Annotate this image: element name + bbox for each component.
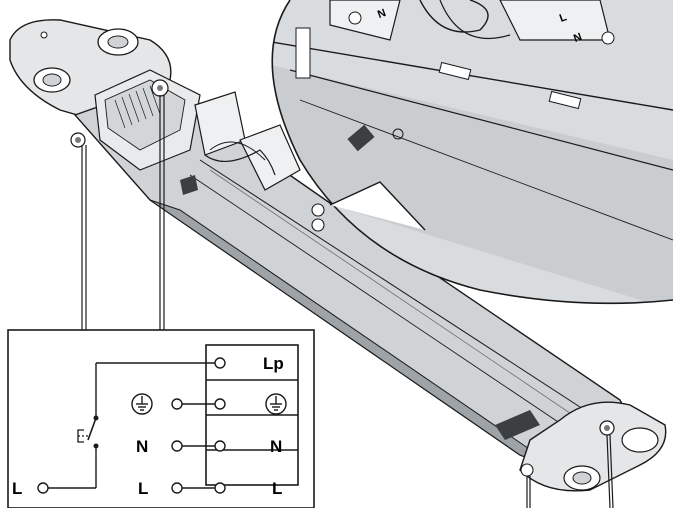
terminal-label-n-right: N <box>270 437 283 456</box>
earth-symbol-right <box>265 393 287 415</box>
earth-symbol-left <box>131 393 153 415</box>
wiring-diagram <box>7 329 315 509</box>
input-label-n: N <box>136 437 149 456</box>
suspension-cables <box>81 95 614 509</box>
input-label-l: L <box>138 479 149 498</box>
terminal-label-l-right: L <box>272 479 283 498</box>
light-fixture <box>9 19 667 492</box>
terminal-label-lp: Lp <box>263 354 284 373</box>
detail-inset <box>271 0 673 305</box>
supply-label-l: L <box>12 479 23 498</box>
